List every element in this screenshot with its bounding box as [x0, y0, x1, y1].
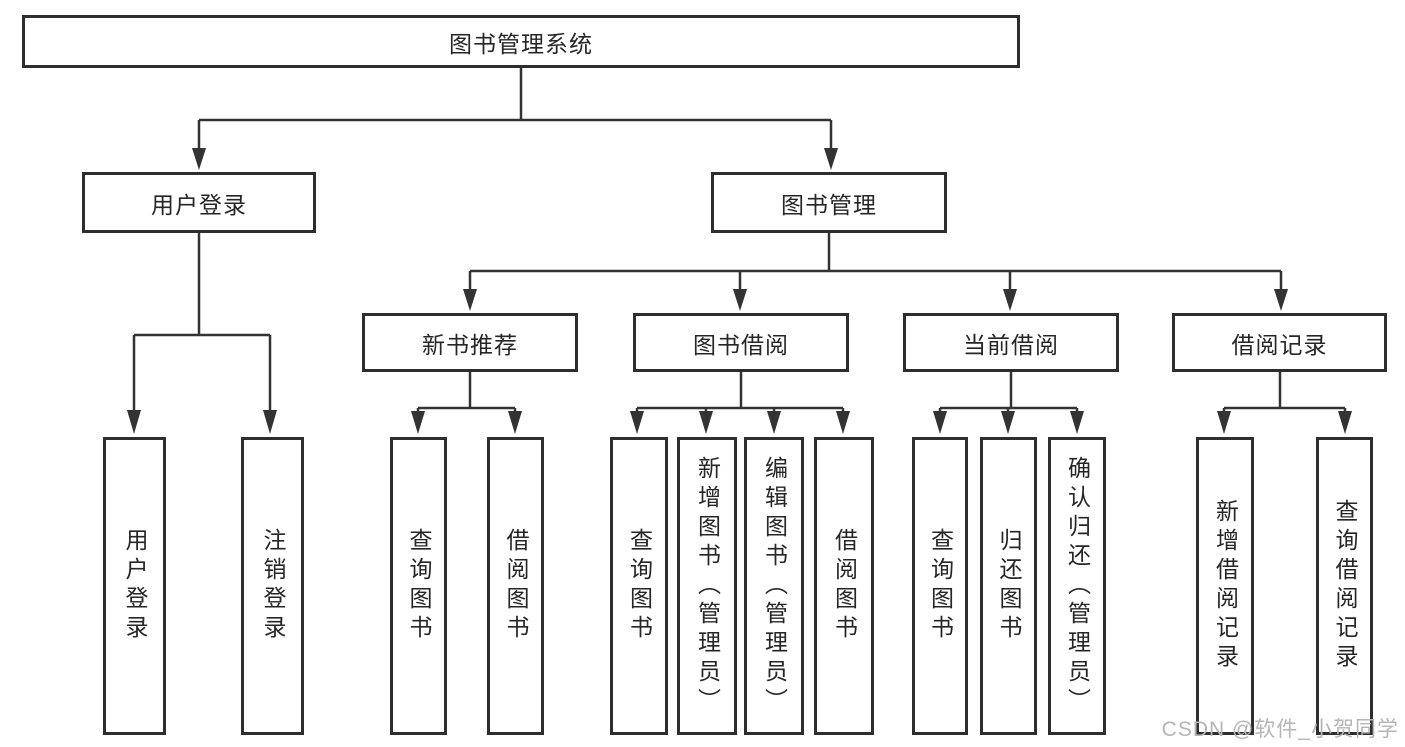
node-label: 借阅图书 — [831, 528, 858, 644]
node-label: 归还图书 — [996, 528, 1022, 644]
leaf-query-books-recommend: 查询图书 — [390, 437, 447, 735]
leaf-borrow-books-borrow: 借阅图书 — [814, 437, 874, 735]
leaf-add-book-admin: 新增图书（管理员） — [677, 437, 737, 735]
node-label: 新增图书（管理员） — [694, 455, 721, 717]
node-borrow-records: 借阅记录 — [1172, 313, 1387, 372]
leaf-confirm-return-admin: 确认归还（管理员） — [1048, 437, 1106, 735]
node-label: 查询图书 — [626, 528, 653, 644]
node-label: 借阅图书 — [503, 528, 529, 644]
node-root-system: 图书管理系统 — [22, 15, 1020, 68]
watermark-text: CSDN @软件_小贺同学 — [1161, 718, 1399, 741]
leaf-add-borrow-record: 新增借阅记录 — [1196, 437, 1254, 735]
node-label: 新增借阅记录 — [1212, 499, 1239, 673]
node-label: 图书管理系统 — [449, 30, 593, 57]
leaf-borrow-books-recommend: 借阅图书 — [487, 437, 544, 735]
node-new-book-recommend: 新书推荐 — [362, 313, 578, 372]
node-label: 编辑图书（管理员） — [761, 455, 788, 717]
leaf-return-book: 归还图书 — [980, 437, 1037, 735]
node-label: 查询图书 — [927, 528, 954, 644]
leaf-query-borrow-record: 查询借阅记录 — [1316, 437, 1373, 735]
leaf-query-books-current: 查询图书 — [912, 437, 968, 735]
node-label: 图书借阅 — [693, 331, 789, 358]
leaf-edit-book-admin: 编辑图书（管理员） — [744, 437, 804, 735]
leaf-logout: 注销登录 — [241, 437, 304, 735]
leaf-user-login: 用户登录 — [103, 437, 166, 735]
node-book-management: 图书管理 — [711, 172, 947, 233]
node-current-borrow: 当前借阅 — [903, 313, 1119, 372]
arrowheads — [127, 148, 1352, 434]
node-label: 当前借阅 — [963, 331, 1059, 358]
node-label: 注销登录 — [260, 528, 286, 644]
node-label: 用户登录 — [122, 528, 148, 644]
node-label: 查询图书 — [406, 528, 432, 644]
node-label: 用户登录 — [151, 191, 247, 218]
node-book-borrow: 图书借阅 — [633, 313, 849, 372]
node-label: 确认归还（管理员） — [1064, 455, 1091, 717]
node-label: 查询借阅记录 — [1332, 499, 1358, 673]
node-label: 借阅记录 — [1231, 331, 1328, 358]
node-user-login: 用户登录 — [82, 172, 316, 233]
leaf-query-books-borrow: 查询图书 — [610, 437, 668, 735]
node-label: 图书管理 — [781, 191, 877, 218]
node-label: 新书推荐 — [422, 331, 518, 358]
